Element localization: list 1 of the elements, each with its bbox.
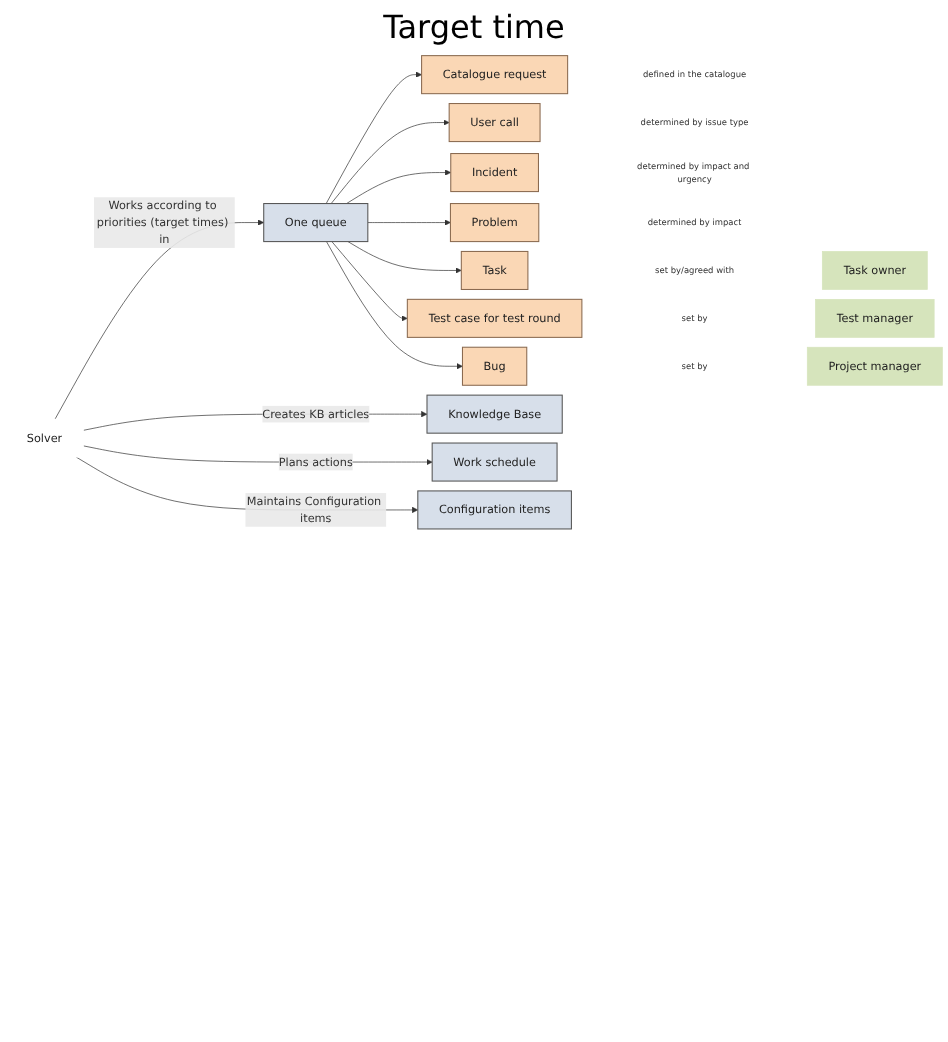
column-heading: Target time	[381, 8, 567, 46]
